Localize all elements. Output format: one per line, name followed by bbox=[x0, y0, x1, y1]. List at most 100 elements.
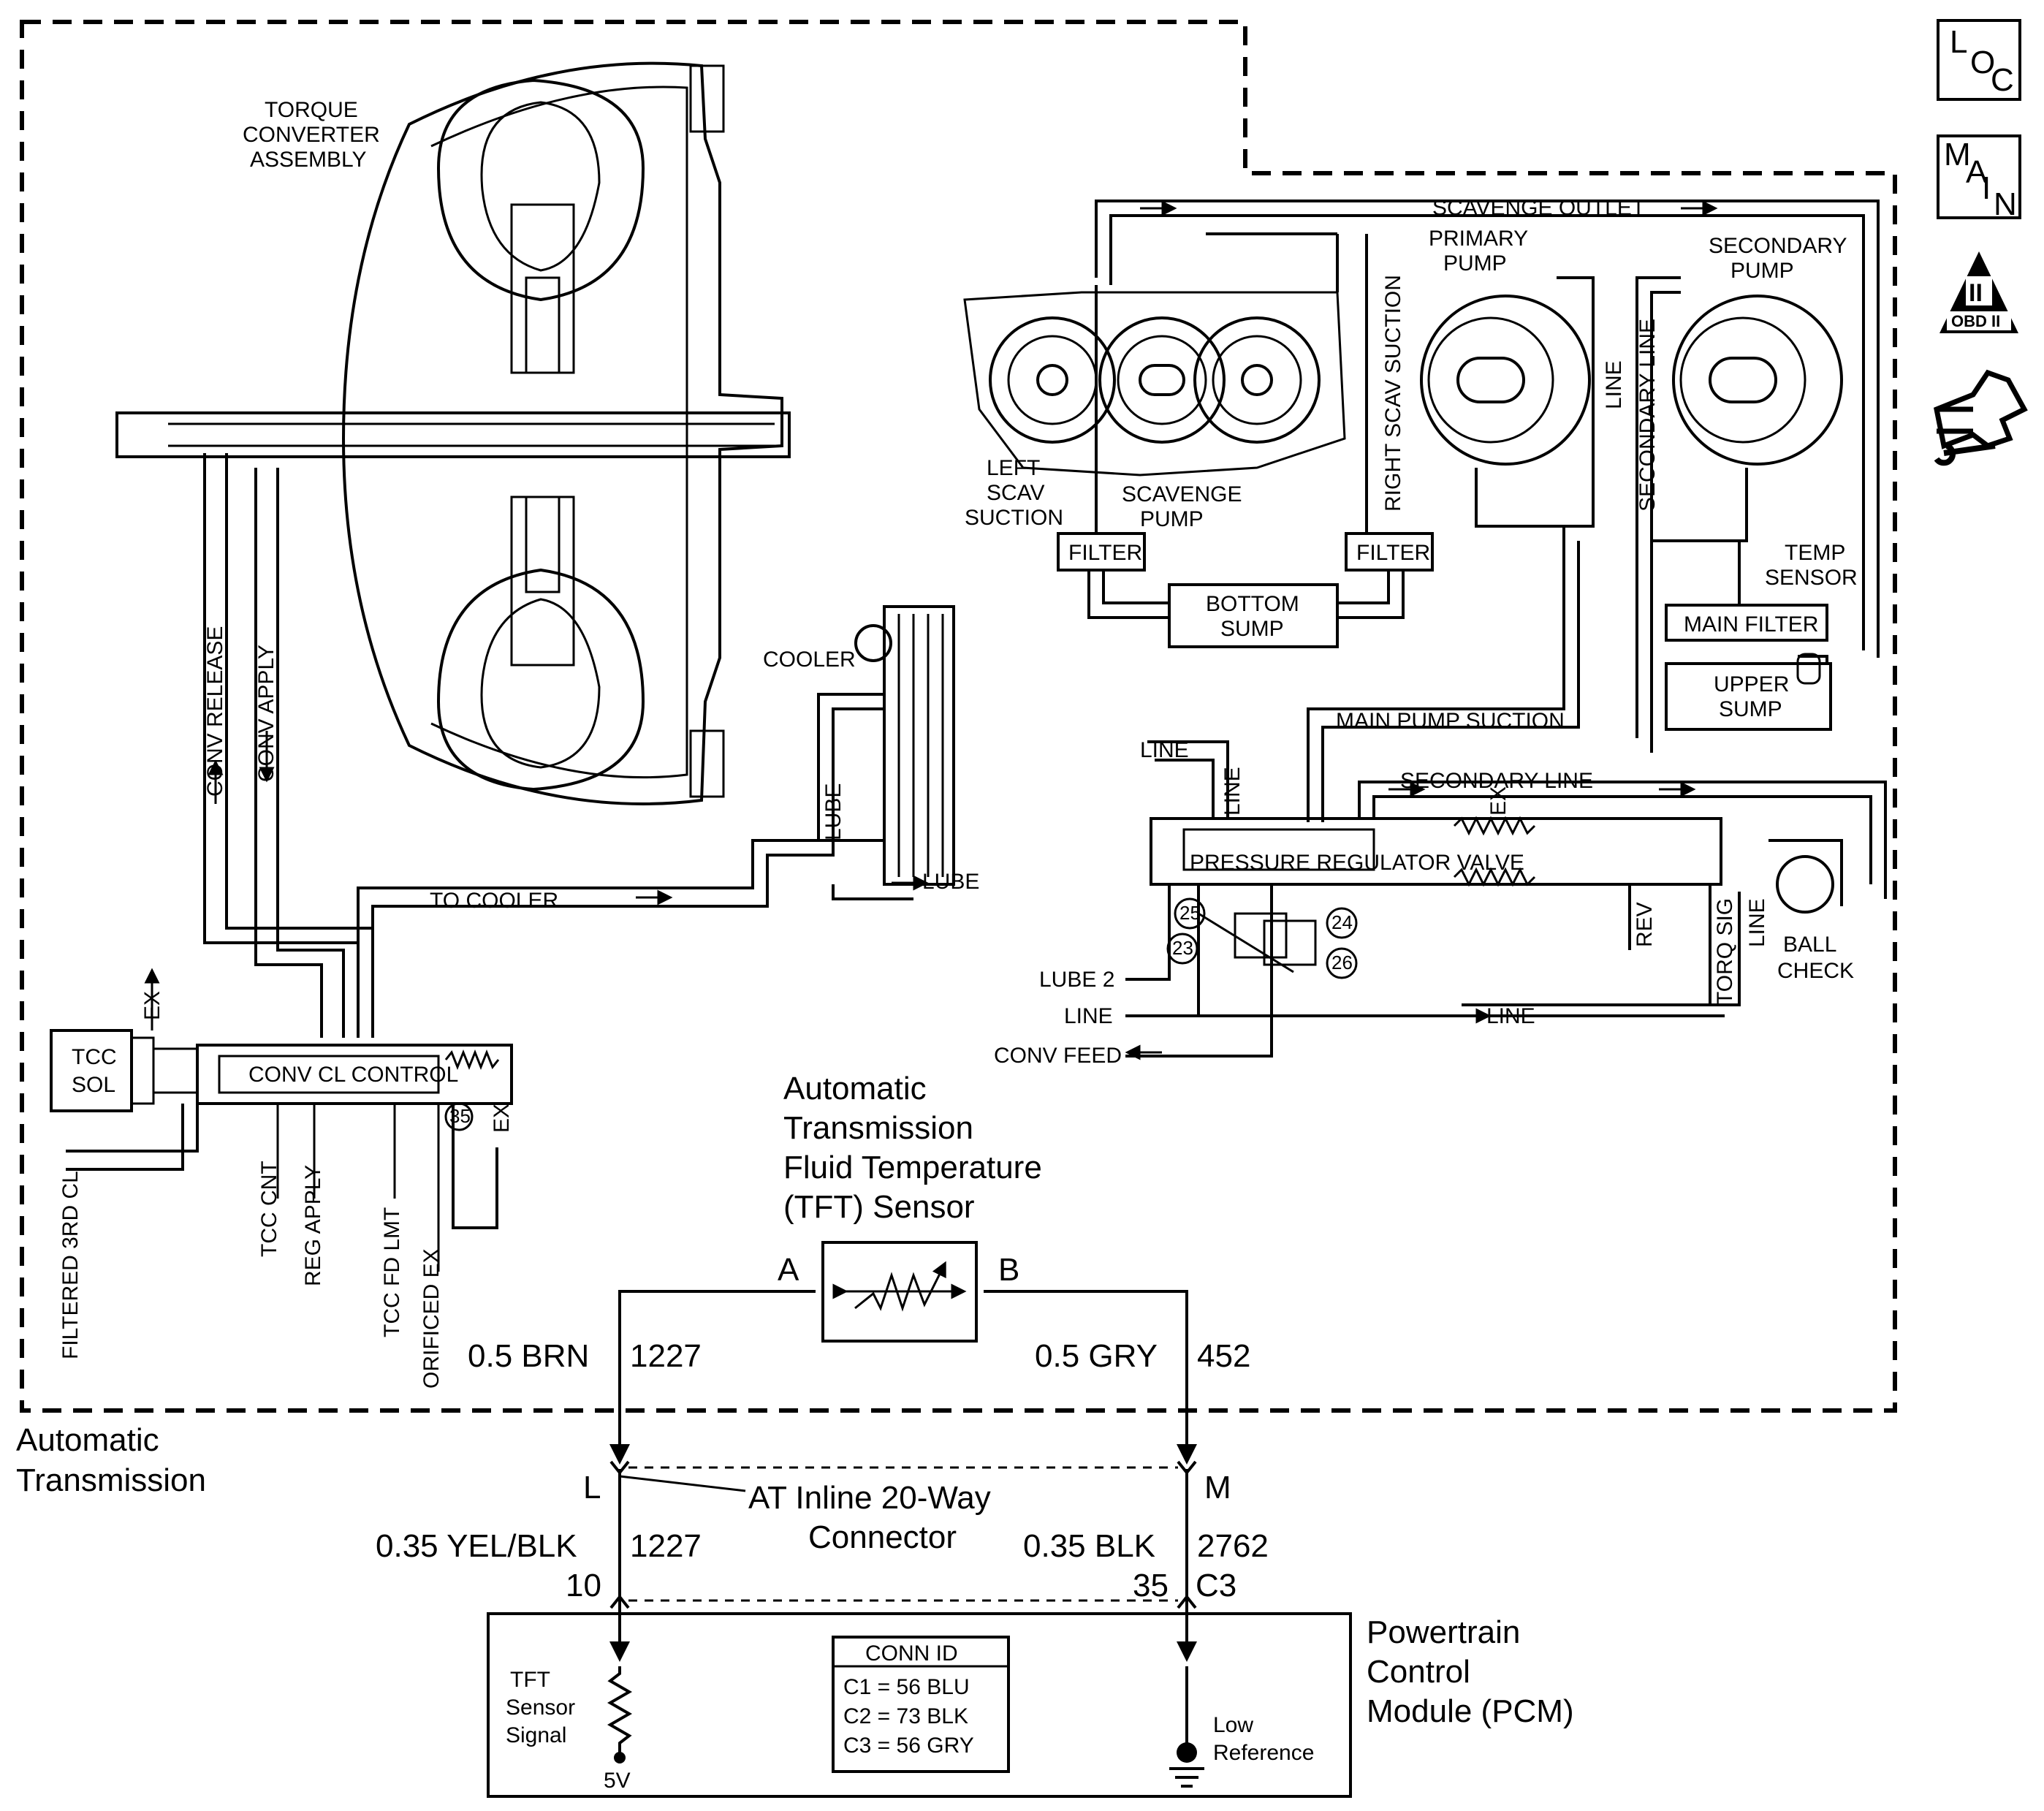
pcm-5v: 5V bbox=[604, 1769, 631, 1793]
obd-ii-icon[interactable]: II OBD II bbox=[1939, 251, 2018, 333]
conn-id-row: C1 = 56 BLU bbox=[843, 1675, 970, 1699]
line-v2-label: LINE bbox=[1220, 767, 1245, 816]
loc-icon[interactable]: L O C bbox=[1937, 19, 2021, 101]
cooler bbox=[817, 605, 955, 900]
left-scav-label-1: LEFT bbox=[987, 456, 1040, 480]
secondary-line-label: SECONDARY LINE bbox=[1400, 769, 1593, 793]
left-scav-label-3: SUCTION bbox=[965, 506, 1063, 530]
filters-and-bottom-sump bbox=[1057, 232, 1434, 648]
wire-rb-pin: 35 bbox=[1133, 1568, 1169, 1603]
scavenge-outlet-label: SCAVENGE OUTLET bbox=[1432, 196, 1645, 220]
sensor-pin-b: B bbox=[998, 1252, 1019, 1288]
torq-sig-label: TORQ SIG bbox=[1713, 898, 1737, 1005]
connector-tool-icon[interactable] bbox=[1933, 369, 2028, 466]
conn-id-title: CONN ID bbox=[865, 1641, 958, 1666]
pcm-signal-2: Sensor bbox=[506, 1696, 575, 1720]
wire-lb-gauge: 0.35 YEL/BLK bbox=[376, 1528, 577, 1564]
main-pump-suction-label: MAIN PUMP SUCTION bbox=[1336, 709, 1565, 733]
line-bottom-label: LINE bbox=[1486, 1004, 1535, 1028]
line-v-label: LINE bbox=[1602, 360, 1626, 409]
orificed-ex-label: ORIFICED EX bbox=[419, 1248, 444, 1389]
primary-pump bbox=[1420, 276, 1595, 528]
line-in-label: LINE bbox=[1064, 1004, 1113, 1028]
svg-text:OBD II: OBD II bbox=[1951, 312, 2000, 330]
ex-top-label: EX bbox=[140, 991, 164, 1020]
svg-text:II: II bbox=[1969, 279, 1983, 307]
filter-right-label: FILTER bbox=[1356, 541, 1430, 565]
primary-pump-label-1: PRIMARY bbox=[1429, 227, 1528, 251]
sensor-title-2: Transmission bbox=[783, 1110, 973, 1146]
scavenge-pump bbox=[963, 291, 1346, 477]
ex-valve-label: EX bbox=[1486, 786, 1511, 816]
wire-lt-circuit: 1227 bbox=[630, 1338, 702, 1374]
connector-name-1: AT Inline 20-Way bbox=[748, 1480, 991, 1516]
connector-pin-m: M bbox=[1204, 1470, 1231, 1506]
scavenge-pump-label-2: PUMP bbox=[1140, 507, 1204, 531]
wire-rb-conn: C3 bbox=[1196, 1568, 1236, 1603]
valve-label: CONV CL CONTROL bbox=[248, 1063, 458, 1087]
temp-sensor-label-1: TEMP bbox=[1785, 541, 1845, 565]
cooler-label: COOLER bbox=[763, 648, 856, 672]
sensor-title-3: Fluid Temperature bbox=[783, 1150, 1042, 1185]
pcm-signal-1: TFT bbox=[510, 1668, 550, 1692]
svg-text:C: C bbox=[1991, 62, 2014, 98]
wire-lb-pin: 10 bbox=[566, 1568, 601, 1603]
circle-23 bbox=[1166, 933, 1198, 965]
pcm-signal-3: Signal bbox=[506, 1723, 566, 1747]
lube2-label: LUBE 2 bbox=[1039, 968, 1114, 992]
svg-text:M: M bbox=[1944, 137, 1971, 172]
rev-label: REV bbox=[1633, 902, 1657, 947]
tcc-sol-label-2: SOL bbox=[72, 1073, 115, 1097]
scavenge-outlet-passage bbox=[1095, 200, 1880, 658]
svg-text:26: 26 bbox=[1331, 952, 1353, 973]
sensor-pin-a: A bbox=[778, 1252, 799, 1288]
lube-out-label: LUBE bbox=[922, 870, 979, 894]
upper-sump-assembly bbox=[1665, 541, 1832, 731]
scavenge-pump-label-1: SCAVENGE bbox=[1122, 482, 1242, 506]
line-v3-label: LINE bbox=[1745, 898, 1769, 947]
upper-sump-label-1: UPPER bbox=[1714, 672, 1789, 696]
torque-converter bbox=[115, 61, 791, 805]
conn-id-row: C3 = 56 GRY bbox=[843, 1734, 974, 1758]
torque-converter-label-3: ASSEMBLY bbox=[250, 148, 367, 172]
wire-rt-gauge: 0.5 GRY bbox=[1035, 1338, 1158, 1374]
reg-apply-label: REG APPLY bbox=[301, 1165, 325, 1286]
pcm-low-ref-2: Reference bbox=[1213, 1741, 1314, 1765]
torque-converter-label-1: TORQUE bbox=[265, 98, 358, 122]
to-cooler-passage bbox=[357, 713, 835, 1038]
torque-converter-label-2: CONVERTER bbox=[243, 123, 380, 147]
main-icon[interactable]: M A I N bbox=[1937, 134, 2021, 222]
conn-id-row: C2 = 73 BLK bbox=[843, 1704, 968, 1728]
primary-pump-label-2: PUMP bbox=[1443, 251, 1507, 276]
secondary-line-v-label: SECONDARY LINE bbox=[1635, 319, 1660, 512]
tcc-sol-label-1: TCC bbox=[72, 1045, 117, 1069]
bottom-sump-label-1: BOTTOM bbox=[1206, 592, 1299, 616]
filter-left-label: FILTER bbox=[1068, 541, 1142, 565]
pcm-title-3: Module (PCM) bbox=[1367, 1693, 1574, 1729]
tcc-cnt-label: TCC CNT bbox=[257, 1161, 281, 1257]
svg-text:I: I bbox=[1982, 170, 1991, 206]
secondary-pump bbox=[1635, 276, 1843, 753]
left-scav-label-2: SCAV bbox=[987, 481, 1044, 505]
connector-name-2: Connector bbox=[808, 1519, 957, 1555]
to-cooler-label: TO COOLER bbox=[430, 889, 558, 913]
svg-text:25: 25 bbox=[1179, 902, 1201, 924]
zone-label-line1: Automatic bbox=[16, 1422, 159, 1458]
svg-text:O: O bbox=[1970, 45, 1995, 80]
ball-check-label-1: BALL bbox=[1783, 933, 1836, 957]
line-left-label: LINE bbox=[1140, 738, 1189, 762]
wire-lt-gauge: 0.5 BRN bbox=[468, 1338, 589, 1374]
pcm-box bbox=[487, 1604, 1352, 1798]
conv-apply-label: CONV APPLY bbox=[254, 645, 278, 782]
tcc-solenoid bbox=[50, 1029, 199, 1112]
circle-26 bbox=[1326, 947, 1358, 979]
svg-text:L: L bbox=[1950, 24, 1967, 60]
transmission-zone-boundary bbox=[20, 20, 1897, 1413]
main-pump-suction-passage bbox=[1307, 526, 1580, 822]
tcc-fd-lmt-label: TCC FD LMT bbox=[380, 1207, 404, 1337]
conv-passages bbox=[203, 453, 374, 1038]
wire-rb-gauge: 0.35 BLK bbox=[1023, 1528, 1155, 1564]
svg-text:N: N bbox=[1994, 186, 2017, 222]
upper-sump-label-2: SUMP bbox=[1719, 697, 1782, 721]
sensor-title-1: Automatic bbox=[783, 1071, 927, 1106]
